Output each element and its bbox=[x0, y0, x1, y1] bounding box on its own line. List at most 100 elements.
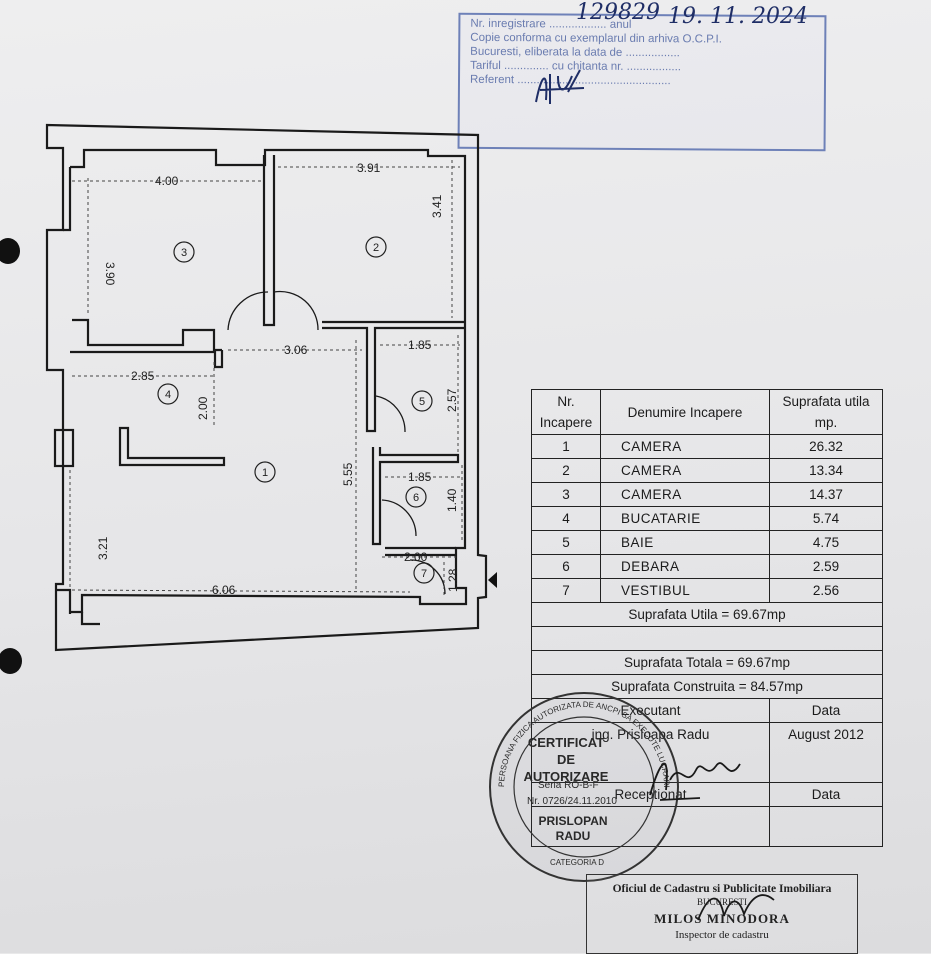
receptionat-row bbox=[531, 806, 883, 847]
room-number-circle bbox=[173, 241, 195, 263]
door-swing bbox=[227, 291, 269, 331]
door-swing bbox=[381, 499, 417, 537]
dimension-label: 3.21 bbox=[96, 536, 110, 560]
room-number-circle bbox=[411, 390, 433, 412]
dimension-label: 6.06 bbox=[212, 583, 236, 597]
seal-serie: Seria RO-B-F bbox=[538, 780, 599, 791]
cell-name: DEBARA bbox=[600, 554, 770, 579]
dimension-label: 2.00 bbox=[196, 396, 210, 420]
inner-wall bbox=[63, 167, 72, 232]
header-area: Suprafata utila mp. bbox=[769, 389, 883, 435]
header-nr: Nr. Incapere bbox=[531, 389, 601, 435]
binder-hole-bottom bbox=[0, 648, 22, 674]
blank-cell bbox=[531, 626, 883, 651]
partition-wall bbox=[72, 318, 222, 352]
data-label-2: Data bbox=[769, 782, 883, 807]
data-label: Data bbox=[769, 698, 883, 723]
cell-nr: 7 bbox=[531, 578, 601, 603]
kitchen-counter bbox=[118, 426, 226, 467]
cell-area: 5.74 bbox=[769, 506, 883, 531]
ocpi-signature bbox=[535, 69, 585, 104]
entry-wall bbox=[385, 546, 456, 557]
binder-hole-top bbox=[0, 238, 20, 264]
outer-wall bbox=[45, 123, 488, 652]
suprafata-totala: Suprafata Totala = 69.67mp bbox=[531, 650, 883, 675]
dimension-label: 1.40 bbox=[445, 488, 459, 512]
cell-nr: 4 bbox=[531, 506, 601, 531]
partition-wall bbox=[371, 447, 460, 546]
dimension-label: 1.85 bbox=[408, 338, 432, 352]
suprafata-construita: Suprafata Construita = 84.57mp bbox=[531, 674, 883, 699]
suprafata-utila: Suprafata Utila = 69.67mp bbox=[531, 602, 883, 627]
partition-wall bbox=[322, 320, 465, 433]
room-number-circle bbox=[405, 486, 427, 508]
room-number: 1 bbox=[262, 467, 268, 479]
dimension-label: 2.85 bbox=[131, 369, 155, 383]
cell-area: 14.37 bbox=[769, 482, 883, 507]
seal-name: PRISLOPAN RADU bbox=[538, 814, 608, 843]
cell-nr: 1 bbox=[531, 434, 601, 459]
room-number: 3 bbox=[181, 247, 187, 259]
cell-nr: 2 bbox=[531, 458, 601, 483]
room-number-circle bbox=[365, 236, 387, 258]
blank-row bbox=[531, 626, 883, 651]
executant-date: August 2012 bbox=[769, 722, 883, 783]
room-number: 7 bbox=[421, 568, 427, 580]
entry-arrow-icon bbox=[488, 572, 497, 588]
registration-number-handwritten: 129829 bbox=[576, 0, 660, 25]
stamp-inspector-name: MILOS MINODORA bbox=[654, 911, 790, 926]
cell-area: 2.59 bbox=[769, 554, 883, 579]
inspector-signature bbox=[697, 894, 775, 921]
dimension-label: 3.90 bbox=[103, 262, 117, 286]
dimension-label: 5.55 bbox=[341, 462, 355, 486]
area-table: Nr. Incapere Denumire Incapere Suprafata… bbox=[531, 389, 883, 847]
partition-wall bbox=[262, 155, 276, 327]
dimension-label: 3.41 bbox=[430, 194, 444, 218]
registration-date-handwritten: 19. 11. 2024 bbox=[668, 4, 808, 29]
seal-category: CATEGORIA D bbox=[550, 858, 605, 867]
cell-area: 2.56 bbox=[769, 578, 883, 603]
room-number-circle bbox=[157, 383, 179, 405]
summary-row: Suprafata Utila = 69.67mp bbox=[531, 602, 883, 627]
door-swing bbox=[375, 395, 406, 433]
table-header-row: Nr. Incapere Denumire Incapere Suprafata… bbox=[531, 389, 883, 435]
stamp-office: Oficiul de Cadastru si Publicitate Imobi… bbox=[612, 883, 832, 895]
room-number: 2 bbox=[373, 242, 379, 254]
cell-area: 4.75 bbox=[769, 530, 883, 555]
dimension-label: 1.28 bbox=[446, 568, 460, 592]
cell-name: BAIE bbox=[600, 530, 770, 555]
wall-detail bbox=[56, 588, 100, 626]
seal-title: CERTIFICAT DE AUTORIZARE bbox=[523, 735, 609, 784]
cell-name: BUCATARIE bbox=[600, 506, 770, 531]
round-seal: PERSOANA FIZICA AUTORIZATA DE ANCPI SA E… bbox=[489, 692, 679, 882]
header-name: Denumire Incapere bbox=[600, 389, 770, 435]
dimension-label: 2.00 bbox=[404, 550, 428, 564]
room-number: 4 bbox=[165, 389, 171, 401]
cell-nr: 3 bbox=[531, 482, 601, 507]
partition-wall bbox=[70, 350, 224, 369]
executant-signature bbox=[649, 762, 741, 801]
cell-area: 13.34 bbox=[769, 458, 883, 483]
seal-numar: Nr. 0726/24.11.2010 bbox=[527, 796, 617, 807]
dimension-label: 2.57 bbox=[445, 388, 459, 412]
dimension-label: 3.06 bbox=[284, 343, 308, 357]
cell-name: VESTIBUL bbox=[600, 578, 770, 603]
cell-name: CAMERA bbox=[600, 434, 770, 459]
stamp-city: BUCURESTI bbox=[696, 897, 747, 907]
cell-nr: 5 bbox=[531, 530, 601, 555]
ocpi-inspector-stamp: Oficiul de Cadastru si Publicitate Imobi… bbox=[586, 874, 858, 954]
room-number: 5 bbox=[419, 396, 425, 408]
room-number: 6 bbox=[413, 492, 419, 504]
dimension-label: 4.00 bbox=[155, 174, 179, 188]
dimension-label: 3.91 bbox=[357, 161, 381, 175]
cell-name: CAMERA bbox=[600, 458, 770, 483]
cell-area: 26.32 bbox=[769, 434, 883, 459]
